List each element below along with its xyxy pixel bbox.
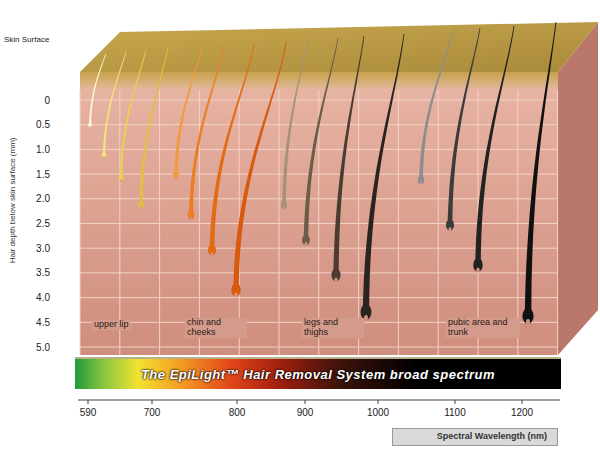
hair-bulb [331,269,340,282]
hair-bulb [281,201,287,210]
dermal-papilla [89,126,90,128]
hair-bulb [138,201,143,208]
hair-shaft [475,26,514,265]
region-label: chin and cheeks [185,318,247,338]
axis-ticks [88,400,522,404]
region-label: legs and thighs [302,318,364,338]
hair-bulb [418,175,424,184]
hair-shaft [210,44,255,250]
hair-bulb [522,308,533,324]
axis-tick [237,400,238,404]
dermal-papilla [211,252,214,256]
wavelength-tick: 1100 [444,407,466,418]
dermal-papilla [283,207,285,210]
axis-title: Hair depth below skin surface (mm) [9,137,18,263]
hair-shaft [233,42,286,290]
dermal-papilla [305,242,308,246]
wavelength-axis [78,400,560,401]
dermal-papilla [190,217,192,221]
wavelength-tick: 900 [297,407,314,418]
dermal-papilla [526,319,530,325]
depth-tick: 2.5 [36,218,50,229]
depth-tick: 4.5 [36,317,50,328]
grid-line [557,90,558,355]
dermal-papilla [476,268,479,273]
grid-line [358,90,359,355]
dermal-papilla [449,227,452,231]
grid-line [438,90,439,355]
hair-shaft [189,46,224,215]
hair-shaft [525,22,557,316]
hair-shaft [282,40,308,205]
dermal-papilla [103,156,105,158]
hair-shaft [140,48,169,205]
wavelength-tick: 1200 [511,407,533,418]
hair-bulb [188,210,195,220]
hair-shaft [363,34,405,312]
dermal-papilla [140,206,142,209]
axis-tick [305,400,306,404]
band-title: The EpiLight™ Hair Removal System broad … [141,367,495,382]
wavelength-tick: 800 [229,407,246,418]
depth-tick: 5.0 [36,342,50,353]
hair-shaft [419,30,453,180]
axis-tick [378,400,379,404]
spectrum-band: The EpiLight™ Hair Removal System broad … [75,357,561,389]
depth-tick: 4.0 [36,292,50,303]
grid-line [279,90,280,355]
hair-bulb [208,244,216,256]
hair-shaft [448,28,481,225]
grid-line [159,90,160,355]
hair-bulb [473,258,483,271]
grid-line [80,90,81,355]
axis-tick [152,400,153,404]
hair-follicles [88,22,556,325]
region-label: upper lip [92,320,131,330]
hair-shaft [174,48,202,175]
hair-bulb [302,234,310,245]
hair-shaft [120,50,147,178]
dermal-papilla [420,182,422,185]
dermal-papilla [334,277,337,282]
dermal-papilla [120,179,122,182]
wavelength-tick: 700 [144,407,161,418]
hair-bulb [173,171,179,179]
skin-top-surface [80,22,598,72]
axis-tick [522,400,523,404]
region-label: pubic area and trunk [446,318,520,338]
dermal-papilla [175,177,177,180]
dermal-papilla [364,315,368,321]
hair-shaft [333,36,364,275]
hair-bulb [102,152,106,158]
axis-tick [455,400,456,404]
depth-tick: 0 [44,95,50,106]
dermal-papilla [234,293,237,298]
block-side-face [558,22,598,355]
wavelength-tick: 590 [80,407,97,418]
depth-tick: 1.5 [36,169,50,180]
depth-tick: 3.5 [36,267,50,278]
axis-title: Spectral Wavelength (nm) [392,428,558,446]
grid-line [199,90,200,355]
hair-bulb [231,283,241,296]
depth-tick: 2.0 [36,193,50,204]
depth-tick: 1.0 [36,144,50,155]
skin-front-band [80,72,558,89]
hair-shaft [89,54,107,125]
hair-bulb [119,175,124,182]
depth-grid [80,90,558,355]
wavelength-tick: 1000 [367,407,389,418]
depth-tick: 3.0 [36,243,50,254]
depth-tick: 0.5 [36,119,50,130]
grid-line [398,90,399,355]
grid-line [517,90,518,355]
grid-line [119,90,120,355]
surface-label: Skin Surface [4,36,49,45]
hair-bulb [446,219,454,231]
hair-bulb [88,122,92,127]
hair-shaft [304,38,339,240]
axis-tick [88,400,89,404]
